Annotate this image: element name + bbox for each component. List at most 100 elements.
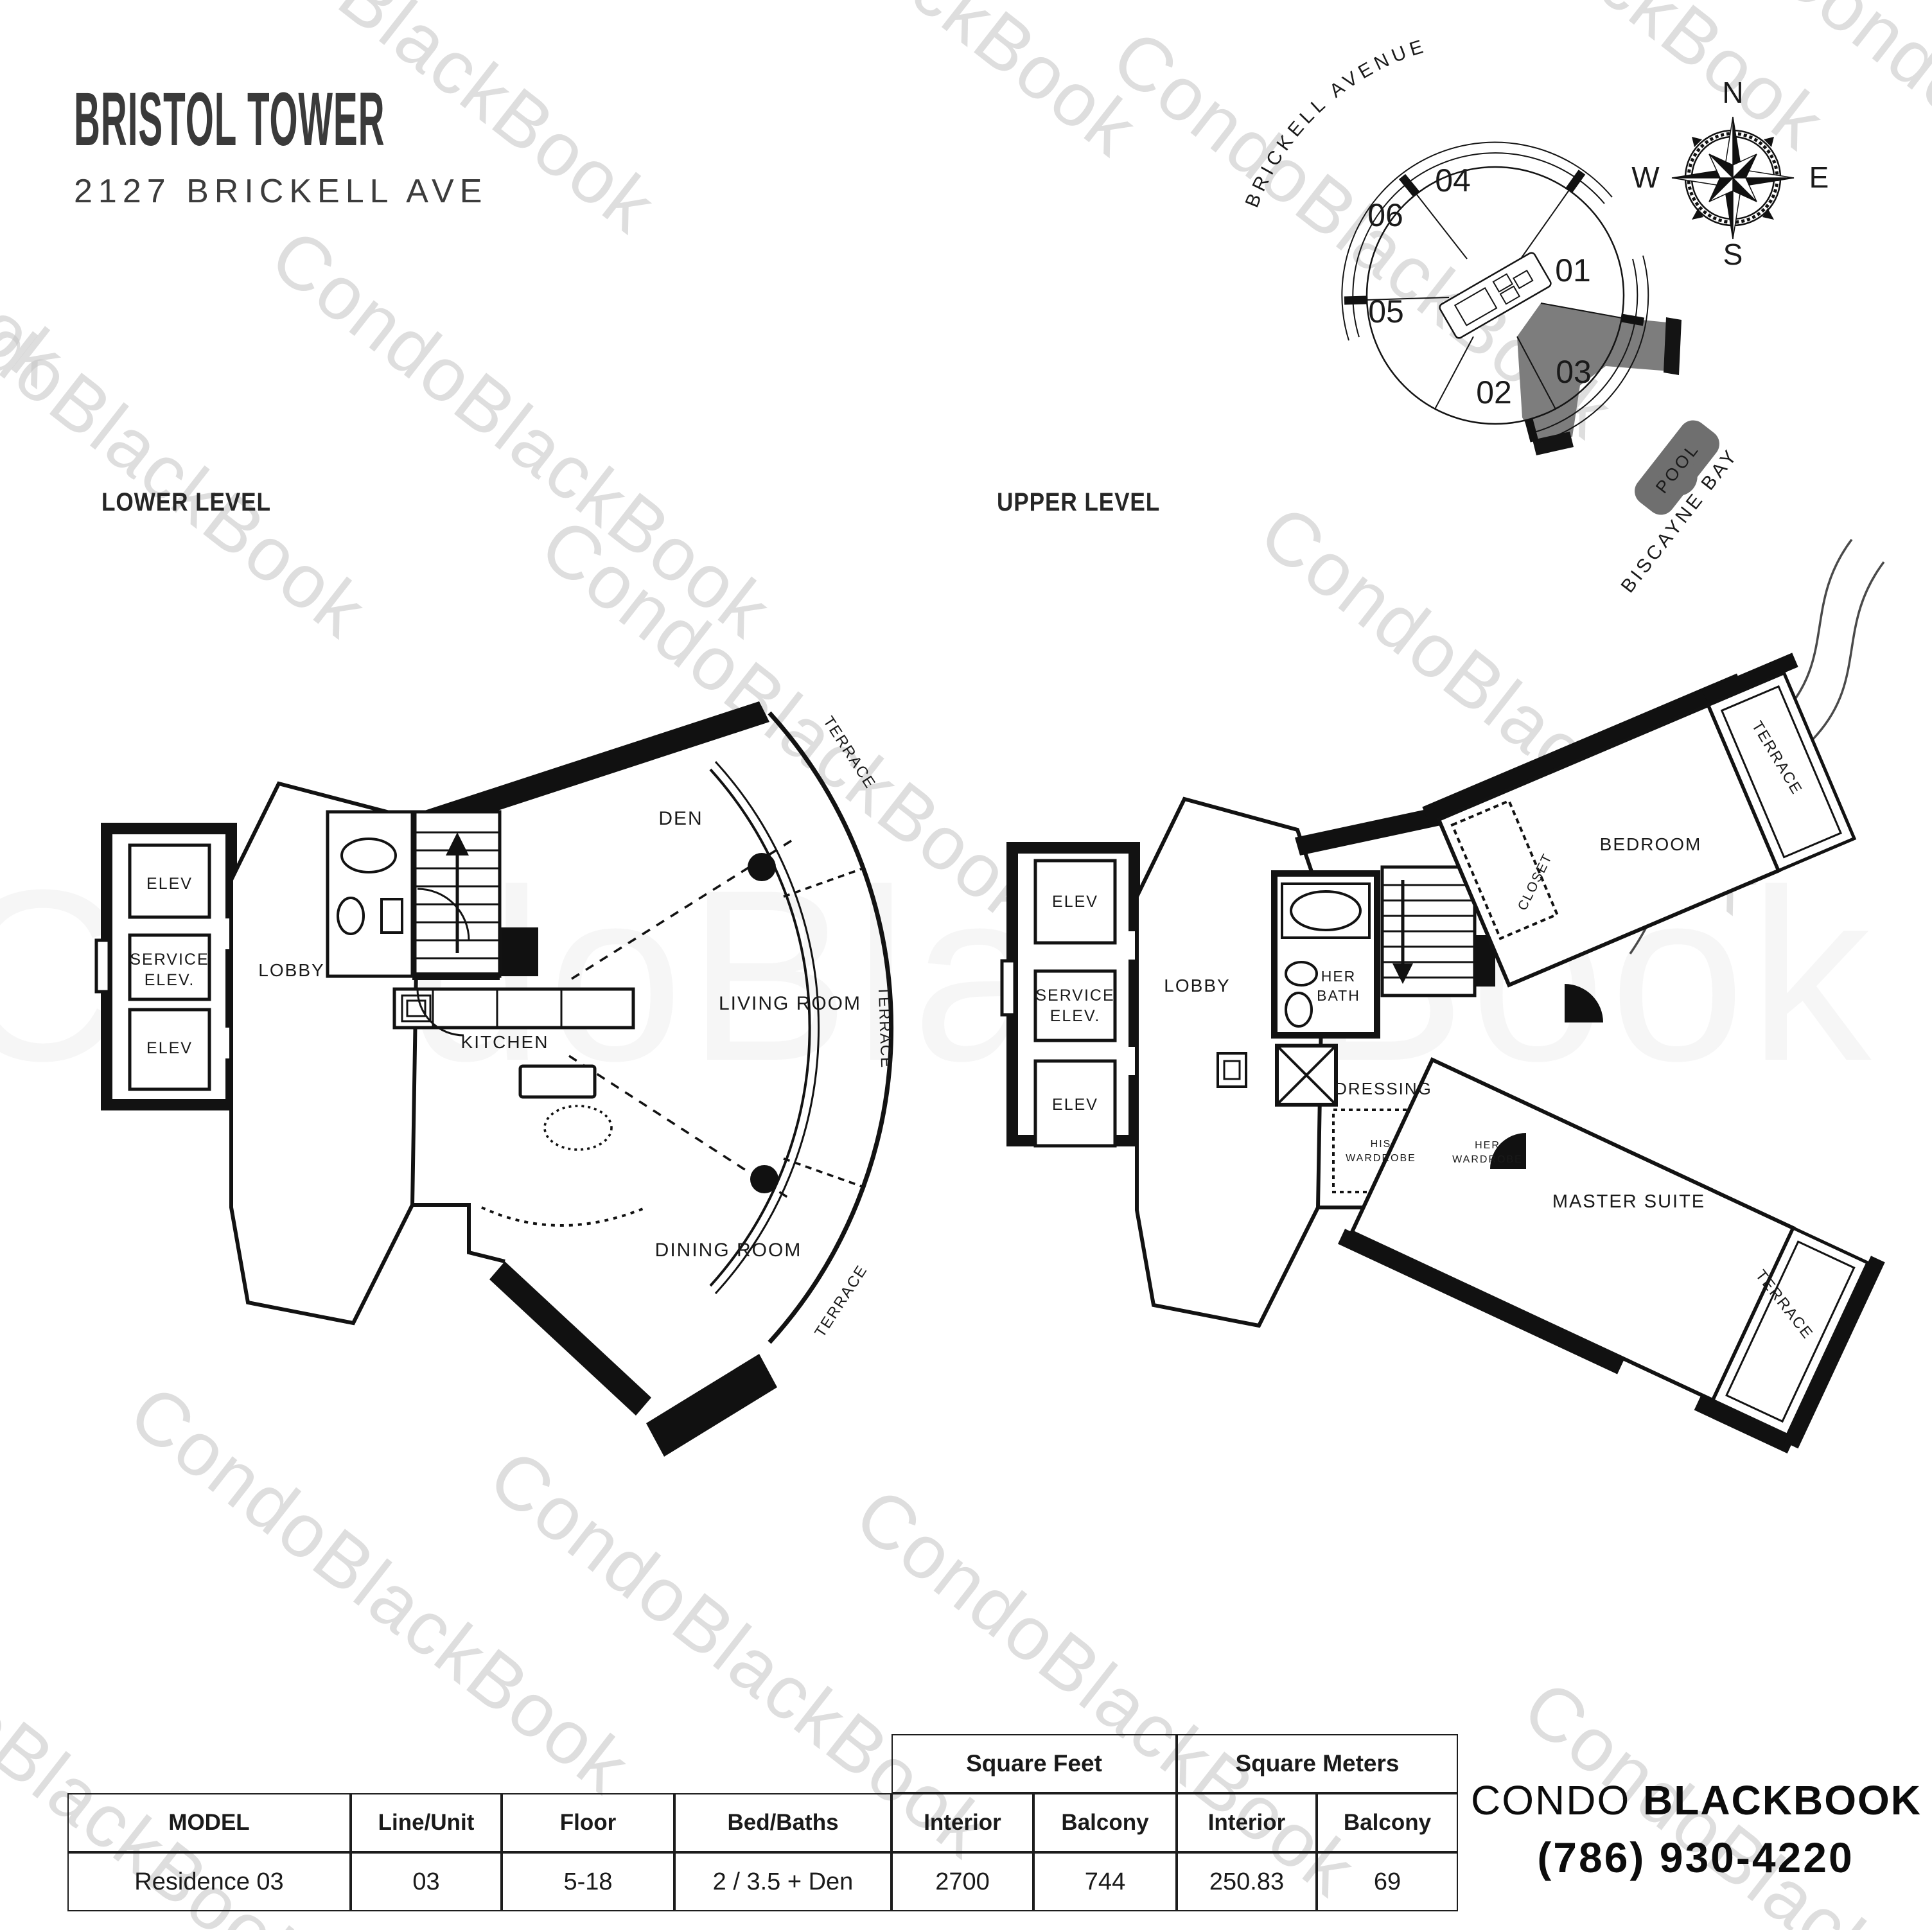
col-header-floor: Floor [502,1793,674,1852]
cell-balcony-sm: 69 [1317,1852,1458,1911]
brand-name-bold: BLACKBOOK [1643,1777,1922,1823]
bedroom-wing [1422,653,1857,988]
unit-03-cap-bottom [1532,432,1574,455]
door-swings [416,888,470,1037]
col-header-model: MODEL [67,1793,351,1852]
compass-south: S [1723,238,1743,271]
unit-label-05: 05 [1368,294,1404,329]
wall-chunk [500,927,538,976]
room-label-dressing: DRESSING [1335,1079,1432,1098]
top-wall [1295,807,1444,855]
col-header-balcony-sm: Balcony [1317,1793,1458,1852]
cell-interior-sm: 250.83 [1177,1852,1317,1911]
unit-label-03: 03 [1556,354,1592,390]
compass-labels: N E S W [1631,76,1829,271]
room-label-her-wardrobe-2: WARDROBE [1452,1154,1523,1165]
compass-star [1671,116,1795,240]
unit-03-highlight [1517,303,1670,444]
col-header-interior-sm: Interior [1177,1793,1317,1852]
compass-rose: N E S W [1631,76,1829,271]
upper-level-title: UPPER LEVEL [997,488,1161,516]
room-label-elev-top: ELEV [146,875,193,893]
bottom-cap [646,1354,777,1457]
col-header-bed-baths: Bed/Baths [674,1793,891,1852]
unit-label-01: 01 [1555,252,1591,288]
lower-level-plan: ELEV SERVICE ELEV. ELEV LOBBY DEN LIVING… [94,701,895,1457]
room-label-lobby: LOBBY [1164,976,1230,996]
shower [1216,1044,1338,1107]
watermark-text: CondoBlackBook [255,213,787,654]
page-address: 2127 BRICKELL AVE [74,173,488,210]
lower-level-title: LOWER LEVEL [101,488,271,516]
cell-line-unit: 03 [351,1852,502,1911]
unit-label-02: 02 [1476,374,1512,410]
room-label-master: MASTER SUITE [1552,1191,1705,1212]
room-label-bedroom: BEDROOM [1600,834,1702,854]
bottom-wall [489,1261,651,1416]
col-header-balcony-sf: Balcony [1033,1793,1177,1852]
bathroom [326,810,414,978]
door-swing-filled [1565,984,1603,1022]
brand-phone: (786) 930-4220 [1537,1834,1854,1881]
upper-level-plan: ELEV SERVICE ELEV. ELEV LOBBY HER BATH D… [1000,653,1885,1454]
elevator-core [94,823,237,1110]
key-plan: BRICKELL AVENUE [1242,35,1885,955]
compass-north: N [1722,76,1743,109]
her-bath [1271,870,1380,1039]
stair-down-arrow [1392,963,1413,984]
room-label-terrace-right: TERRACE [875,986,895,1069]
watermark-text: CondoBlackBook [0,0,81,404]
room-label-elev-bottom: ELEV [1052,1096,1098,1114]
compass-west: W [1631,161,1660,194]
staircase [1380,865,1477,997]
compass-east: E [1809,161,1829,194]
kitchen-counters [392,987,647,1227]
unit-labels: 01 02 03 04 05 06 [1367,162,1592,410]
room-label-her-bath-2: BATH [1317,987,1360,1004]
watermark-text: CondoBlackBook [0,213,383,654]
room-label-service-2: ELEV. [1050,1007,1101,1025]
cell-floor: 5-18 [502,1852,674,1911]
stair-treads [1382,884,1475,979]
room-label-lobby: LOBBY [258,960,324,980]
building-core [1439,252,1552,339]
room-label-elev-bottom: ELEV [146,1039,193,1057]
room-label-her-bath-1: HER [1321,968,1357,985]
lobby-jog [412,1203,505,1263]
unit-03-cap-right [1664,317,1682,375]
master-wing [1338,1057,1885,1454]
floorplan-table: Square Feet Square Meters MODEL Line/Uni… [67,1734,1458,1911]
cell-bed-baths: 2 / 3.5 + Den [674,1852,891,1911]
building-circle [1366,166,1625,425]
brand-name-regular: CONDO [1471,1777,1631,1823]
room-label-living: LIVING ROOM [719,993,861,1014]
room-label-elev-top: ELEV [1052,893,1098,911]
room-label-service-1: SERVICE [130,951,209,969]
group-header-square-feet: Square Feet [891,1734,1177,1793]
rim-ticks [1344,170,1645,443]
room-label-his-wardrobe-1: HIS [1371,1139,1392,1150]
terrace-dividers [783,867,864,1188]
unit-label-04: 04 [1435,162,1471,198]
brand-block: CONDO BLACKBOOK (786) 930-4220 [1471,1776,1920,1882]
page-title: BRISTOL TOWER [74,77,385,162]
elevator-core [1000,842,1140,1148]
room-label-den: DEN [658,808,703,829]
terrace-inner-arc-1 [709,768,811,1287]
room-label-her-wardrobe-1: HER [1475,1140,1500,1151]
stair-up-arrow [446,832,469,855]
staircase [413,810,502,978]
group-header-square-meters: Square Meters [1177,1734,1458,1793]
cell-model: Residence 03 [67,1852,351,1911]
unit-dividers [1366,189,1622,410]
room-label-kitchen: KITCHEN [461,1032,549,1052]
room-label-terrace-top: TERRACE [820,714,879,793]
outer-arc [768,711,894,1344]
room-label-his-wardrobe-2: WARDROBE [1346,1153,1416,1164]
terrace-inner-arc-2 [714,760,820,1295]
pool: POOL [1635,420,1719,515]
top-wall [389,701,769,843]
brand-name: CONDO BLACKBOOK [1471,1776,1920,1824]
street-label: BRICKELL AVENUE [1242,35,1430,210]
